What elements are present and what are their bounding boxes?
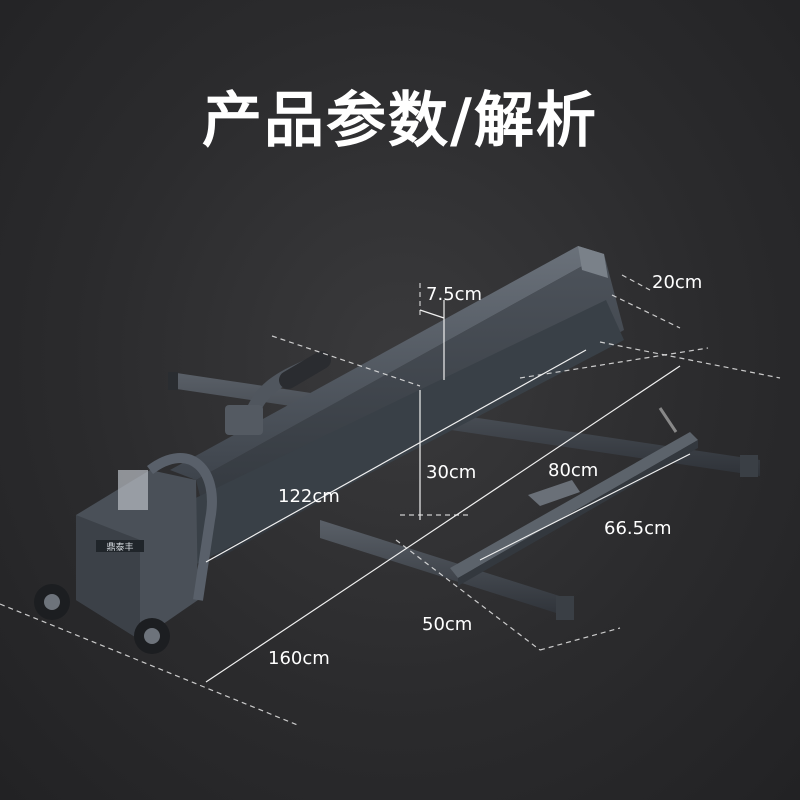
wheel-front (134, 618, 170, 654)
dim-base-width (395, 539, 621, 651)
page-title: 产品参数/解析 (202, 86, 598, 156)
dim-rail-height (419, 283, 445, 380)
end-housing: 鼎泰丰 (76, 453, 217, 640)
label-rail-height: 7.5cm (426, 284, 482, 305)
label-base-width: 50cm (422, 614, 472, 635)
brand-label: 鼎泰丰 (106, 541, 133, 553)
main-rail (150, 246, 624, 578)
front-crossbar (320, 520, 574, 620)
label-height: 30cm (426, 462, 476, 483)
label-support-arm: 66.5cm (604, 518, 672, 539)
dim-total-length (0, 365, 681, 727)
handle (225, 351, 331, 435)
dim-support-arm (479, 453, 691, 561)
dim-cut-length (205, 335, 587, 563)
dim-rail-width (611, 274, 681, 329)
wheel-rear (34, 584, 70, 620)
dim-extension-arm (519, 341, 781, 379)
label-total-length: 160cm (268, 648, 330, 669)
label-cut-length: 122cm (278, 486, 340, 507)
dim-height (400, 390, 470, 520)
extension-arm (450, 407, 698, 586)
label-rail-width: 20cm (652, 272, 702, 293)
label-extension-arm: 80cm (548, 460, 598, 481)
